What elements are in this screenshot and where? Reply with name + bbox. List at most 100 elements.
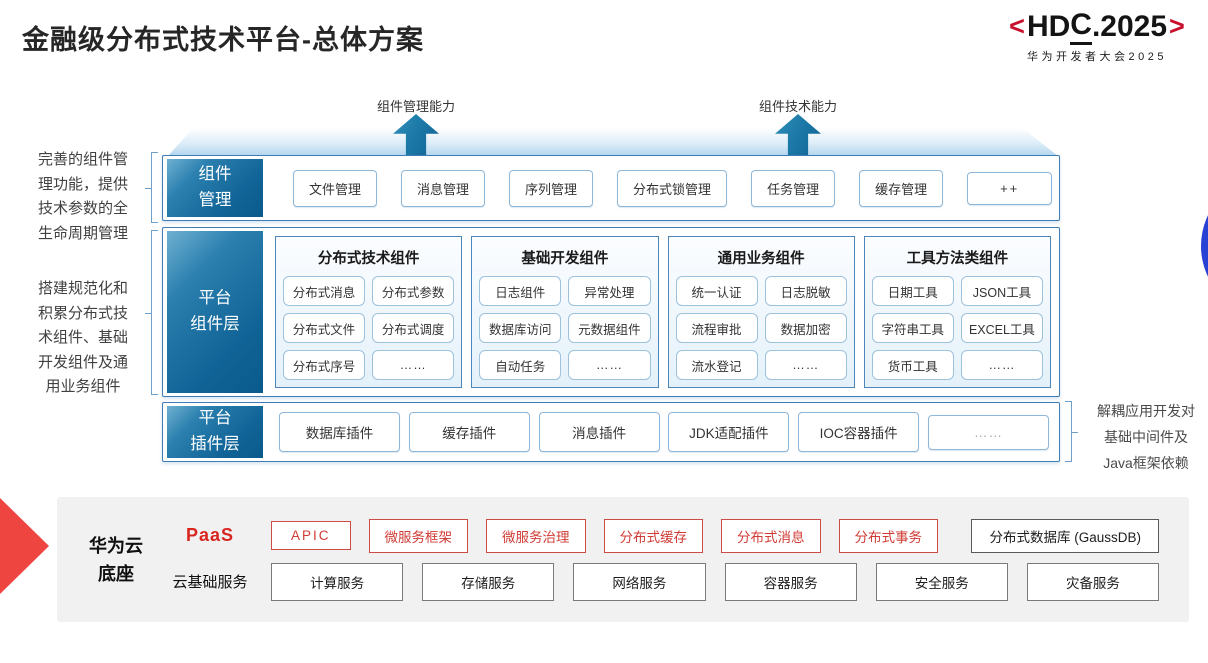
column-title: 基础开发组件 [521, 251, 609, 267]
component-chip: 统一认证 [675, 276, 758, 306]
mgmt-capability-label: 组件管理能力 [377, 99, 456, 114]
iaas-label: 云基础服务 [172, 574, 248, 591]
component-chip: 分布式消息 [283, 276, 366, 306]
component-chip: 数据库访问 [479, 313, 562, 343]
component-chip: JSON工具 [960, 276, 1043, 306]
huawei-cloud-base-panel: 华为云 底座 PaaS APIC 微服务框架微服务治理分布式缓存分布式消息分布式事… [57, 497, 1189, 622]
mgmt-chip: 任务管理 [751, 169, 836, 207]
component-mgmt-label: 组件 管理 [167, 159, 263, 217]
paas-row: PaaS APIC 微服务框架微服务治理分布式缓存分布式消息分布式事务 分布式数据… [163, 518, 1159, 553]
iaas-chip: 容器服务 [724, 562, 857, 601]
iaas-row: 云基础服务 计算服务存储服务网络服务容器服务安全服务灾备服务 [163, 562, 1160, 601]
component-chip: …… [568, 350, 651, 380]
column-title: 分布式技术组件 [317, 251, 420, 267]
column-title: 通用业务组件 [717, 251, 805, 267]
plugin-chip: 消息插件 [538, 412, 660, 452]
platform-columns: 分布式技术组件 分布式消息分布式参数分布式文件分布式调度分布式序号…… 基础开发… [275, 236, 1051, 388]
cloud-rows: PaaS APIC 微服务框架微服务治理分布式缓存分布式消息分布式事务 分布式数据… [163, 518, 1160, 601]
gaussdb-chip: 分布式数据库 (GaussDB) [971, 518, 1159, 553]
component-chip: 分布式参数 [372, 276, 455, 306]
component-chip: 货币工具 [871, 350, 954, 380]
mgmt-chip: 序列管理 [509, 169, 594, 207]
paas-chip: APIC [271, 521, 351, 550]
logo-left-angle-icon: < [1009, 11, 1025, 41]
paas-chip: 微服务框架 [368, 518, 469, 553]
left-bracket [145, 230, 158, 395]
column-grid: 日志组件异常处理数据库访问元数据组件自动任务…… [479, 276, 651, 380]
component-chip: 日志脱敏 [764, 276, 847, 306]
paas-chip: 分布式缓存 [603, 518, 704, 553]
logo-c-underlined: C [1070, 8, 1092, 45]
component-chip: 元数据组件 [568, 313, 651, 343]
column-distributed-tech: 分布式技术组件 分布式消息分布式参数分布式文件分布式调度分布式序号…… [275, 236, 463, 388]
component-mgmt-row: 组件 管理 文件管理消息管理序列管理分布式锁管理任务管理缓存管理 ++ [162, 155, 1060, 221]
plugin-chip: …… [927, 414, 1049, 450]
mgmt-chip: 分布式锁管理 [617, 169, 728, 207]
component-chip: 流水登记 [675, 350, 758, 380]
plugin-chip: 数据库插件 [279, 412, 400, 452]
page-title: 金融级分布式技术平台-总体方案 [22, 25, 424, 55]
paas-chip: 分布式消息 [721, 518, 821, 553]
mgmt-chip: ++ [967, 171, 1053, 205]
platform-plugin-label: 平台 插件层 [167, 406, 263, 458]
huawei-cloud-base-label: 华为云 底座 [89, 535, 143, 584]
component-chip: 流程审批 [675, 313, 758, 343]
iaas-chip: 存储服务 [422, 562, 555, 601]
paas-chip: 分布式事务 [838, 518, 939, 553]
component-chip: 自动任务 [479, 350, 562, 380]
logo-right-angle-icon: > [1169, 11, 1185, 41]
column-basic-dev: 基础开发组件 日志组件异常处理数据库访问元数据组件自动任务…… [471, 236, 659, 388]
left-bracket [145, 152, 158, 223]
iaas-chip: 灾备服务 [1026, 562, 1160, 601]
mgmt-chip: 缓存管理 [859, 169, 944, 207]
plugin-chip: JDK适配插件 [668, 412, 790, 452]
component-chip: 异常处理 [568, 276, 651, 306]
iaas-chip: 计算服务 [271, 562, 404, 601]
platform-component-label: 平台 组件层 [167, 231, 263, 393]
logo-year: .2025 [1091, 9, 1168, 43]
paas-label: PaaS [185, 525, 235, 545]
red-arrow-icon [0, 498, 49, 594]
component-chip: 分布式文件 [283, 313, 366, 343]
iaas-chip: 网络服务 [573, 562, 706, 601]
platform-component-row: 平台 组件层 分布式技术组件 分布式消息分布式参数分布式文件分布式调度分布式序号… [162, 227, 1060, 397]
plugin-chip: IOC容器插件 [798, 412, 920, 452]
component-chip: 数据加密 [764, 313, 847, 343]
paas-chips: APIC 微服务框架微服务治理分布式缓存分布式消息分布式事务 [271, 518, 953, 553]
component-chip: …… [764, 350, 847, 380]
component-chip: 日志组件 [479, 276, 562, 306]
paas-chip: 微服务治理 [486, 518, 586, 553]
iaas-chips: 计算服务存储服务网络服务容器服务安全服务灾备服务 [271, 562, 1160, 601]
component-chip: 分布式序号 [283, 350, 366, 380]
column-common-business: 通用业务组件 统一认证日志脱敏流程审批数据加密流水登记…… [667, 236, 855, 388]
note-platform-components: 搭建规范化和 积累分布式技 术组件、基础 开发组件及通 用业务组件 [37, 280, 128, 395]
hdc-logo-subtitle: 华为开发者大会2025 [1027, 51, 1167, 63]
component-mgmt-chips: 文件管理消息管理序列管理分布式锁管理任务管理缓存管理 ++ [293, 156, 1053, 220]
component-chip: EXCEL工具 [960, 313, 1043, 343]
logo-hd: HD [1026, 9, 1071, 43]
blue-circle-decoration [1201, 174, 1208, 318]
column-grid: 分布式消息分布式参数分布式文件分布式调度分布式序号…… [283, 276, 455, 380]
right-bracket [1065, 401, 1078, 462]
component-chip: …… [960, 350, 1043, 380]
stack-top-face [168, 128, 1058, 156]
column-title: 工具方法类组件 [906, 251, 1009, 267]
plugin-chip: 缓存插件 [408, 412, 530, 452]
component-chip: 分布式调度 [372, 313, 455, 343]
note-decoupling: 解耦应用开发对 基础中间件及 Java框架依赖 [1097, 403, 1195, 471]
mgmt-chip: 消息管理 [401, 169, 486, 207]
component-chip: …… [372, 350, 455, 380]
mgmt-chip: 文件管理 [293, 169, 378, 207]
note-component-mgmt: 完善的组件管 理功能，提供 技术参数的全 生命周期管理 [37, 151, 128, 242]
tech-capability-label: 组件技术能力 [759, 99, 838, 114]
column-grid: 统一认证日志脱敏流程审批数据加密流水登记…… [675, 276, 847, 380]
component-chip: 日期工具 [871, 276, 954, 306]
iaas-chip: 安全服务 [875, 562, 1008, 601]
component-chip: 字符串工具 [871, 313, 954, 343]
